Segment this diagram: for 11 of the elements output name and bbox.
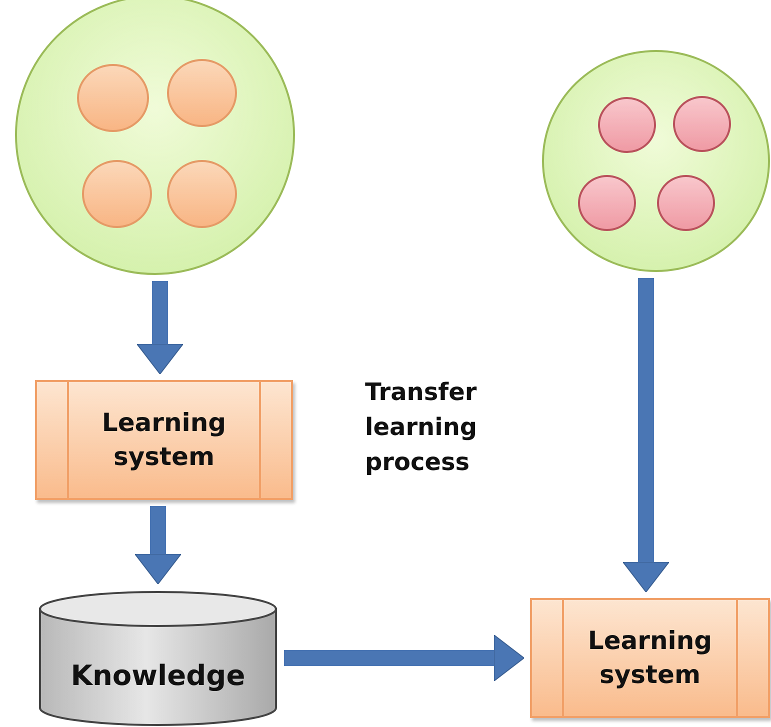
process-box [530,598,770,718]
process-caption: Transfer learning process [365,377,478,478]
arrow [622,278,670,592]
node-label: Knowledge [70,658,246,694]
node-label: Learning system [586,625,714,691]
node-label: Learning system [100,407,228,473]
arrow [134,506,182,584]
process-box [35,380,293,500]
database-cylinder [38,590,278,727]
arrow [136,281,184,374]
arrow [284,634,524,682]
